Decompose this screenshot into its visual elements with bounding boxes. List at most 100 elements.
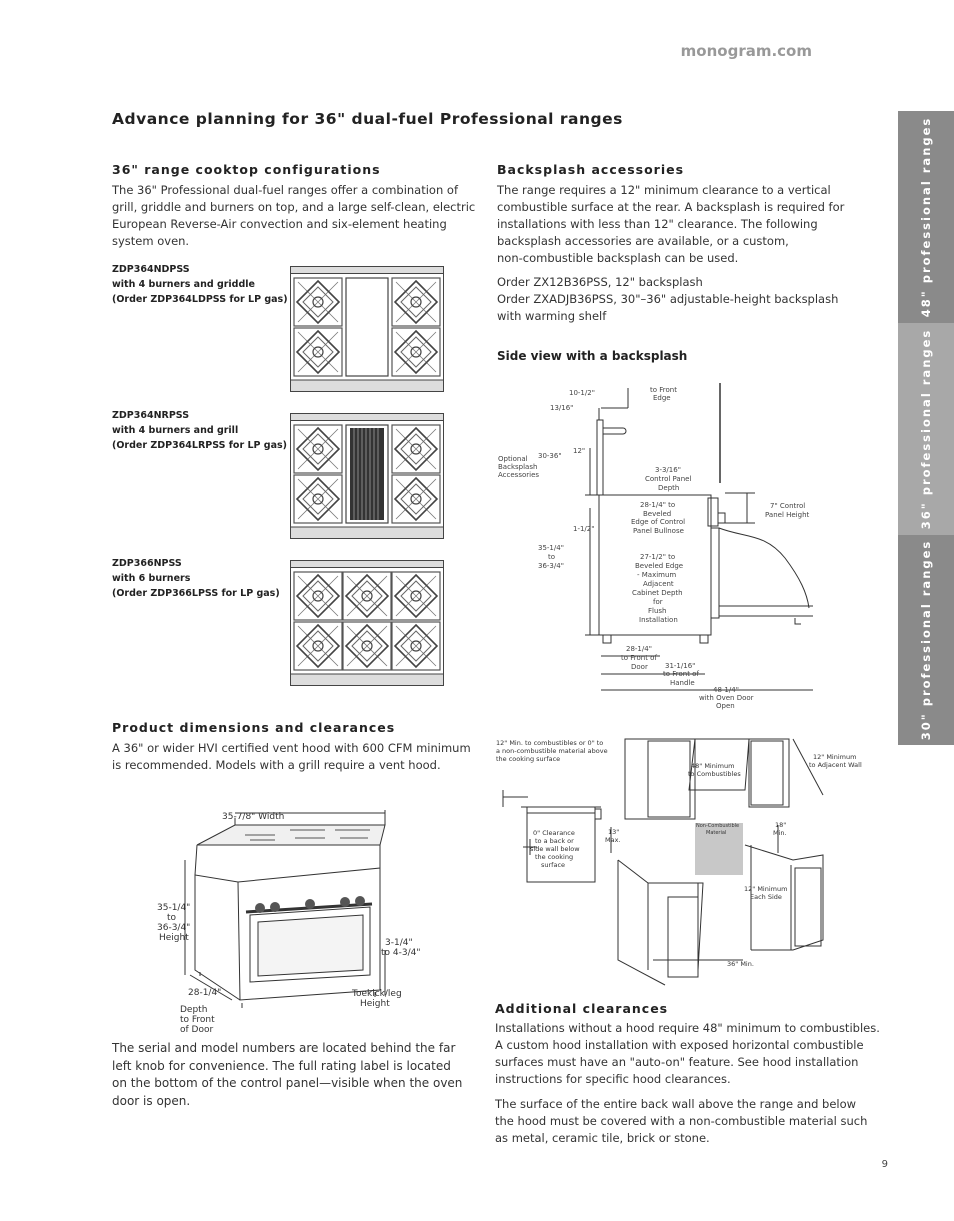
cooktop-heading: 36" range cooktop configurations [112,162,381,177]
additional-text-2: The surface of the entire back wall abov… [495,1097,868,1145]
svg-text:to Front: to Front [180,1015,215,1025]
svg-text:3-3/16": 3-3/16" [655,466,681,474]
svg-text:Flush: Flush [648,607,667,615]
tab-48-professional-ranges[interactable]: 48" professional ranges [898,111,954,323]
cooktop-griddle-diagram [290,266,444,392]
backsplash-text: The range requires a 12" minimum clearan… [497,183,845,265]
svg-text:surface: surface [541,861,565,869]
svg-text:35-1/4": 35-1/4" [157,903,190,913]
svg-text:a non-combustible material abo: a non-combustible material above [496,747,608,755]
svg-text:12": 12" [573,447,585,455]
svg-text:28-1/4": 28-1/4" [626,645,652,653]
svg-text:side wall below: side wall below [530,845,580,853]
svg-text:Accessories: Accessories [498,471,539,479]
tab-36-professional-ranges[interactable]: 36" professional ranges [898,323,954,535]
svg-text:13": 13" [608,828,619,836]
svg-text:31-1/16": 31-1/16" [665,662,695,670]
additional-text-1: Installations without a hood require 48"… [495,1021,880,1086]
model-block: ZDP364NDPSS with 4 burners and griddle (… [112,264,288,305]
tab-label: 48" professional ranges [919,116,933,318]
svg-text:Min.: Min. [773,829,787,837]
svg-text:28-1/4" to: 28-1/4" to [640,501,675,509]
svg-text:Open: Open [716,702,735,710]
range-3d-diagram: 35-7/8" Width 35-1/4" to 36-3/4" Height … [157,810,421,1035]
svg-text:7" Control: 7" Control [770,502,805,510]
svg-text:Material: Material [706,830,726,836]
svg-text:36-3/4": 36-3/4" [538,562,564,570]
svg-text:to Front: to Front [650,386,677,394]
svg-text:of Door: of Door [180,1025,213,1035]
svg-text:to Front of: to Front of [621,654,657,662]
svg-text:12" Minimum: 12" Minimum [813,753,856,761]
cooktop-intro: The 36" Professional dual-fuel ranges of… [112,183,476,248]
svg-text:Each Side: Each Side [750,893,782,901]
svg-text:Depth: Depth [658,484,679,492]
svg-text:with Oven Door: with Oven Door [699,694,754,702]
svg-text:3-1/4": 3-1/4" [385,938,413,948]
svg-text:Optional: Optional [498,455,528,463]
svg-text:35-7/8" Width: 35-7/8" Width [222,812,284,822]
svg-text:to a back or: to a back or [535,837,574,845]
svg-text:Handle: Handle [670,679,695,687]
tab-30-professional-ranges[interactable]: 30" professional ranges [898,535,954,745]
svg-text:the cooking: the cooking [535,853,573,861]
svg-text:Adjacent: Adjacent [643,580,674,588]
svg-text:Toekick/leg: Toekick/leg [351,989,402,999]
svg-text:13/16": 13/16" [550,404,573,412]
svg-text:Beveled: Beveled [643,510,671,518]
svg-text:48-1/4": 48-1/4" [713,686,739,694]
svg-text:Installation: Installation [639,616,678,624]
svg-text:Cabinet Depth: Cabinet Depth [632,589,683,597]
svg-text:to: to [167,913,177,923]
svg-text:Edge: Edge [653,394,671,402]
svg-text:10-1/2": 10-1/2" [569,389,595,397]
svg-text:0" Clearance: 0" Clearance [533,829,575,837]
svg-text:Beveled Edge: Beveled Edge [635,562,683,570]
svg-text:Door: Door [631,663,648,671]
backsplash-order: Order ZX12B36PSS, 12" backsplash Order Z… [497,275,839,323]
svg-text:48" Minimum: 48" Minimum [691,762,734,770]
svg-text:1-1/2": 1-1/2" [573,525,594,533]
svg-text:27-1/2" to: 27-1/2" to [640,553,675,561]
backsplash-heading: Backsplash accessories [497,162,685,177]
svg-text:Backsplash: Backsplash [498,463,537,471]
svg-text:the cooking surface: the cooking surface [496,755,560,763]
svg-text:36-3/4": 36-3/4" [157,923,190,933]
serial-note: The serial and model numbers are located… [112,1041,463,1108]
svg-text:Panel Height: Panel Height [765,511,810,519]
side-view-diagram: 10-1/2" 13/16" to Front Edge Optional Ba… [498,383,813,710]
svg-text:to Adjacent Wall: to Adjacent Wall [809,761,862,769]
model-block: ZDP364NRPSS with 4 burners and grill (Or… [112,410,287,451]
product-dims-heading: Product dimensions and clearances [112,720,396,735]
svg-text:Non-Combustible: Non-Combustible [696,823,739,829]
clearance-diagram: 12" Min. to combustibles or 0" to a non-… [496,738,862,986]
svg-text:for: for [653,598,663,606]
svg-text:to: to [548,553,555,561]
additional-heading: Additional clearances [495,1001,669,1016]
svg-text:Panel Bullnose: Panel Bullnose [633,527,684,535]
svg-text:to Front of: to Front of [663,670,699,678]
svg-text:Height: Height [360,999,390,1009]
svg-text:30-36": 30-36" [538,452,562,460]
cooktop-six-burner-diagram [290,560,444,686]
tab-label: 36" professional ranges [919,328,933,530]
cooktop-grill-diagram [290,413,444,539]
svg-text:Max.: Max. [605,836,621,844]
svg-text:Edge of Control: Edge of Control [631,518,685,526]
svg-text:Height: Height [159,933,189,943]
svg-text:36" Min.: 36" Min. [727,960,754,968]
svg-text:28-1/4": 28-1/4" [188,988,221,998]
product-dims-text: A 36" or wider HVI certified vent hood w… [112,741,471,772]
svg-text:- Maximum: - Maximum [637,571,676,579]
svg-text:to Combustibles: to Combustibles [688,770,741,778]
page-number: 9 [881,1159,888,1170]
side-view-title: Side view with a backsplash [497,349,688,363]
site-url[interactable]: monogram.com [680,42,812,60]
model-block: ZDP366NPSS with 6 burners (Order ZDP366L… [112,558,280,599]
svg-text:Control Panel: Control Panel [645,475,691,483]
svg-text:to 4-3/4": to 4-3/4" [381,948,421,958]
page-title: Advance planning for 36" dual-fuel Profe… [112,110,623,128]
svg-text:18": 18" [775,821,786,829]
tab-label: 30" professional ranges [919,539,933,741]
svg-text:12" Min. to combustibles or 0": 12" Min. to combustibles or 0" to [496,739,603,747]
